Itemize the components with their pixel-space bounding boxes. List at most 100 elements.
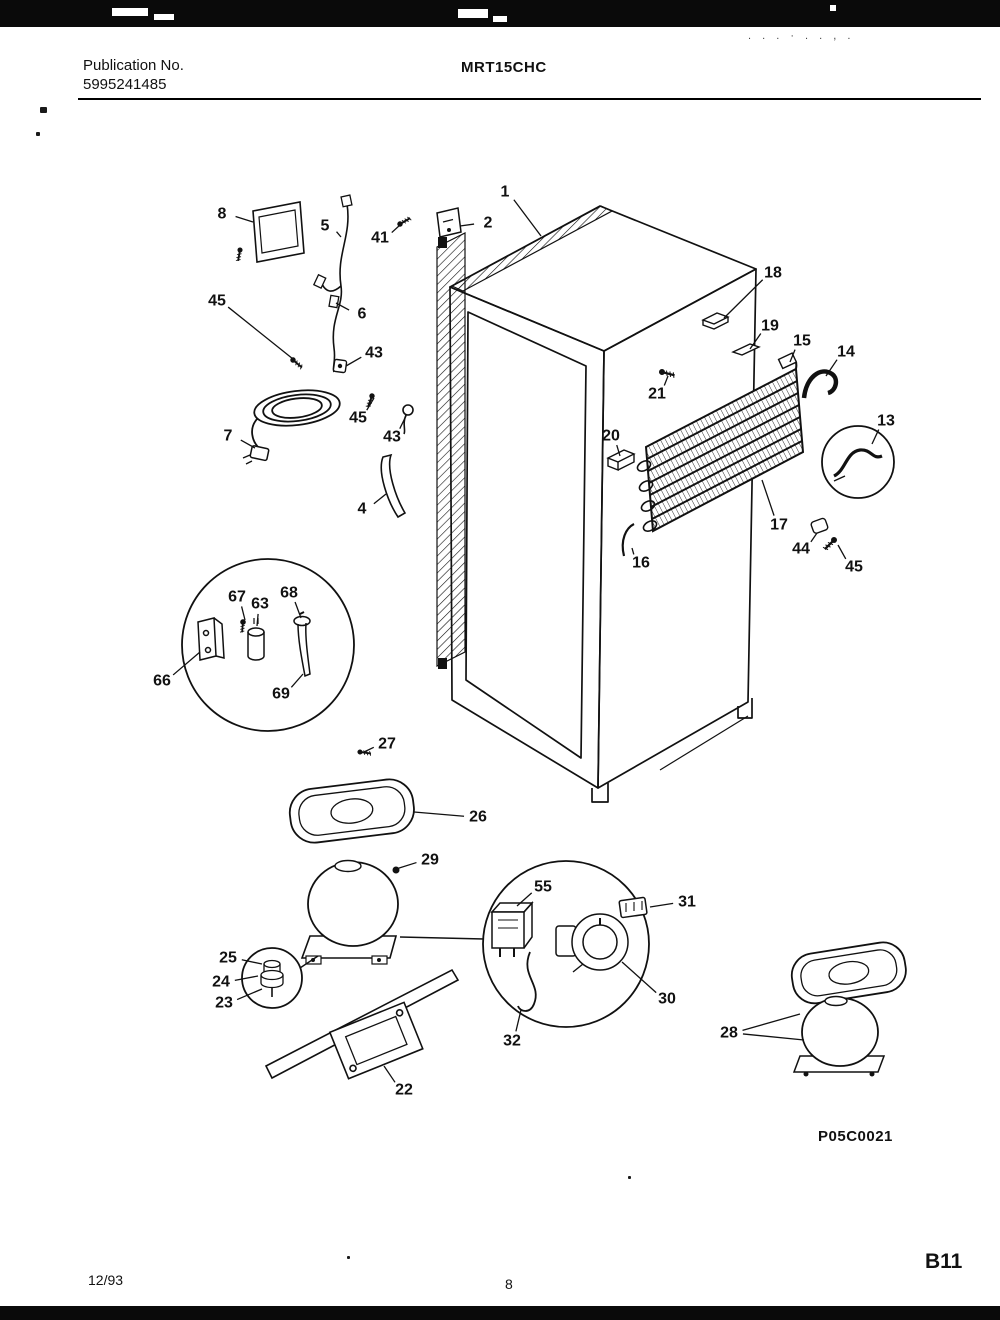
coil-tubes (646, 380, 803, 520)
callout-20: 20 (602, 428, 620, 445)
bracket-2 (436, 207, 462, 238)
callout-leader (459, 223, 475, 227)
publication-label: Publication No. (83, 57, 184, 74)
callout-45: 45 (845, 559, 863, 576)
callout-leader (413, 811, 465, 817)
callout-26: 26 (469, 809, 487, 826)
harness-clip-43 (332, 358, 348, 374)
callout-leader (663, 375, 669, 386)
callout-24: 24 (212, 974, 230, 991)
scan-speck (347, 1256, 350, 1259)
callout-19: 19 (761, 318, 779, 335)
callout-1: 1 (501, 184, 510, 201)
detail-circle-tube (821, 425, 895, 499)
callout-leader (515, 1009, 522, 1032)
callout-15: 15 (793, 333, 811, 350)
drain-tube-4 (380, 453, 407, 519)
callout-leader (373, 493, 387, 505)
callout-leader (363, 746, 375, 753)
cabinet-top-edge-trim (450, 205, 614, 292)
callout-leader (234, 975, 259, 982)
callout-66: 66 (153, 673, 171, 690)
bracket-20 (606, 449, 636, 472)
callout-leader (399, 415, 407, 429)
callout-17: 17 (770, 517, 788, 534)
callout-29: 29 (421, 852, 439, 869)
mounting-rail (264, 968, 460, 1080)
callout-leader (383, 1065, 396, 1083)
callout-leader (294, 601, 302, 619)
callout-leader (742, 1013, 801, 1032)
callout-7: 7 (224, 428, 233, 445)
callout-leader (616, 444, 621, 457)
callout-2: 2 (484, 215, 493, 232)
callout-leader (761, 479, 775, 516)
callout-leader (236, 988, 263, 1001)
hinge-clip-18 (701, 312, 730, 330)
header-rule (78, 98, 981, 100)
screw-21-icon (657, 367, 677, 380)
callout-8: 8 (218, 206, 227, 223)
compressor-grommet-link-line (299, 955, 319, 969)
callout-leader (240, 439, 256, 449)
scan-speck (628, 1176, 631, 1179)
callout-leader (256, 613, 259, 627)
callout-leader (837, 544, 847, 560)
footer-date: 12/93 (88, 1272, 124, 1288)
tube-clip-16 (621, 523, 635, 557)
callout-18: 18 (764, 265, 782, 282)
hinge-clip-19 (731, 343, 761, 356)
callout-5: 5 (321, 218, 330, 235)
scan-speck (458, 9, 488, 18)
callout-leader (631, 547, 635, 555)
valve-stem-68-69 (293, 611, 311, 678)
callout-45: 45 (349, 410, 367, 427)
callout-67: 67 (228, 589, 246, 606)
callout-leader (345, 356, 362, 367)
detail-circle-relay (482, 860, 650, 1028)
callout-68: 68 (280, 585, 298, 602)
callout-4: 4 (358, 501, 367, 518)
callout-22: 22 (395, 1082, 413, 1099)
callout-63: 63 (251, 596, 269, 613)
drier-63 (247, 618, 265, 661)
callout-13: 13 (877, 413, 895, 430)
callout-23: 23 (215, 995, 233, 1012)
callout-leader (366, 397, 375, 411)
compressor-rear (790, 941, 907, 1077)
callout-14: 14 (837, 344, 855, 361)
cap-44 (810, 517, 829, 534)
coil-return-bends (636, 460, 658, 532)
wire-32 (517, 951, 537, 1012)
bottom-scan-bar (0, 1306, 1000, 1320)
publication-number: 5995241485 (83, 76, 167, 93)
cover-panel-8 (252, 201, 305, 263)
scan-speck (830, 5, 836, 11)
callout-leader (723, 279, 764, 319)
callout-31: 31 (678, 894, 696, 911)
callout-28: 28 (720, 1025, 738, 1042)
callout-leader (513, 199, 542, 237)
callout-leader (227, 306, 294, 360)
callout-leader (810, 532, 818, 543)
connector-31 (618, 896, 648, 919)
callout-leader (335, 302, 350, 311)
callout-leader (240, 606, 246, 621)
callout-leader (825, 359, 838, 377)
callout-55: 55 (534, 879, 552, 896)
callout-30: 30 (658, 991, 676, 1008)
callout-leader (391, 224, 401, 234)
scan-speck (40, 107, 47, 113)
callout-43: 43 (365, 345, 383, 362)
front-frame-trim (436, 232, 466, 669)
cabinet-outline (449, 205, 757, 803)
callout-44: 44 (792, 541, 810, 558)
bracket-66 (197, 617, 225, 661)
callout-leader (336, 231, 342, 238)
callout-leader (395, 861, 417, 870)
callout-16: 16 (632, 555, 650, 572)
detail-circle-grommet (241, 947, 303, 1009)
